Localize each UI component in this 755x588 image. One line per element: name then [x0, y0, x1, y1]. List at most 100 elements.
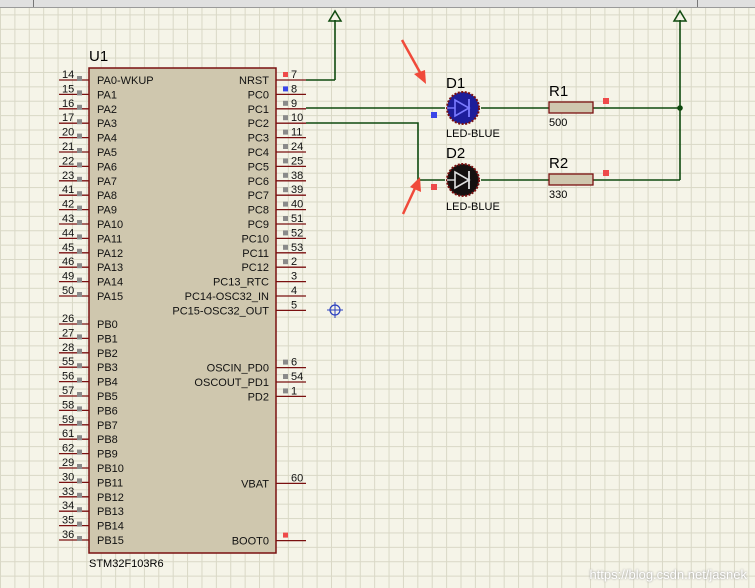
right-pin-name: PC11	[242, 248, 269, 260]
power-terminal-right[interactable]	[672, 9, 688, 180]
left-pin-number: 17	[62, 112, 74, 124]
left-pin-number: 42	[62, 199, 74, 211]
chip-body[interactable]	[88, 67, 277, 554]
right-pin-name: OSCIN_PD0	[207, 363, 269, 375]
right-pin-name: PC6	[248, 176, 269, 188]
left-pin-name: PB3	[97, 362, 118, 374]
power-terminal-left[interactable]	[327, 9, 343, 80]
right-pin-name: PC15-OSC32_OUT	[172, 305, 269, 317]
right-pin-name: BOOT0	[232, 536, 269, 548]
right-pin-name: PC3	[248, 133, 269, 145]
right-pin[interactable]: BOOT0	[232, 532, 306, 548]
left-pin-number: 14	[62, 69, 74, 81]
left-pin-number: 29	[62, 457, 74, 469]
left-pin-number: 27	[62, 327, 74, 339]
left-pin-number: 41	[62, 184, 74, 196]
left-pin-name: PA8	[97, 190, 117, 202]
left-pin-name: PA7	[97, 176, 117, 188]
left-pin-name: PA6	[97, 161, 117, 173]
right-pin-number: 7	[291, 69, 297, 81]
led-d2-value: LED-BLUE	[446, 201, 500, 213]
d2-state-marker	[431, 184, 437, 190]
left-pin-number: 43	[62, 213, 74, 225]
left-pin-name: PA15	[97, 291, 123, 303]
left-pin-name: PA0-WKUP	[97, 75, 154, 87]
right-pin-name: PC14-OSC32_IN	[185, 291, 269, 303]
right-pin-number: 40	[291, 199, 303, 211]
right-pin-name: PC0	[248, 89, 269, 101]
left-pin-number: 33	[62, 486, 74, 498]
right-pin-name: PC9	[248, 219, 269, 231]
resistor-r1[interactable]	[548, 101, 594, 114]
right-pin-name: PD2	[248, 391, 269, 403]
left-pin-name: PB13	[97, 506, 124, 518]
left-pin-name: PB10	[97, 463, 124, 475]
left-pin-number: 20	[62, 127, 74, 139]
left-pin-name: PA14	[97, 277, 123, 289]
led-d2[interactable]	[446, 163, 480, 197]
watermark: https://blog.csdn.net/jasnek	[589, 567, 747, 582]
led-d1[interactable]	[446, 91, 480, 125]
left-pin-number: 15	[62, 83, 74, 95]
right-pin-number: 38	[291, 170, 303, 182]
right-pin[interactable]: PC6 38	[248, 170, 306, 188]
left-pin-name: PA4	[97, 133, 117, 145]
resistor-r2[interactable]	[548, 173, 594, 186]
left-pin-name: PB7	[97, 420, 118, 432]
